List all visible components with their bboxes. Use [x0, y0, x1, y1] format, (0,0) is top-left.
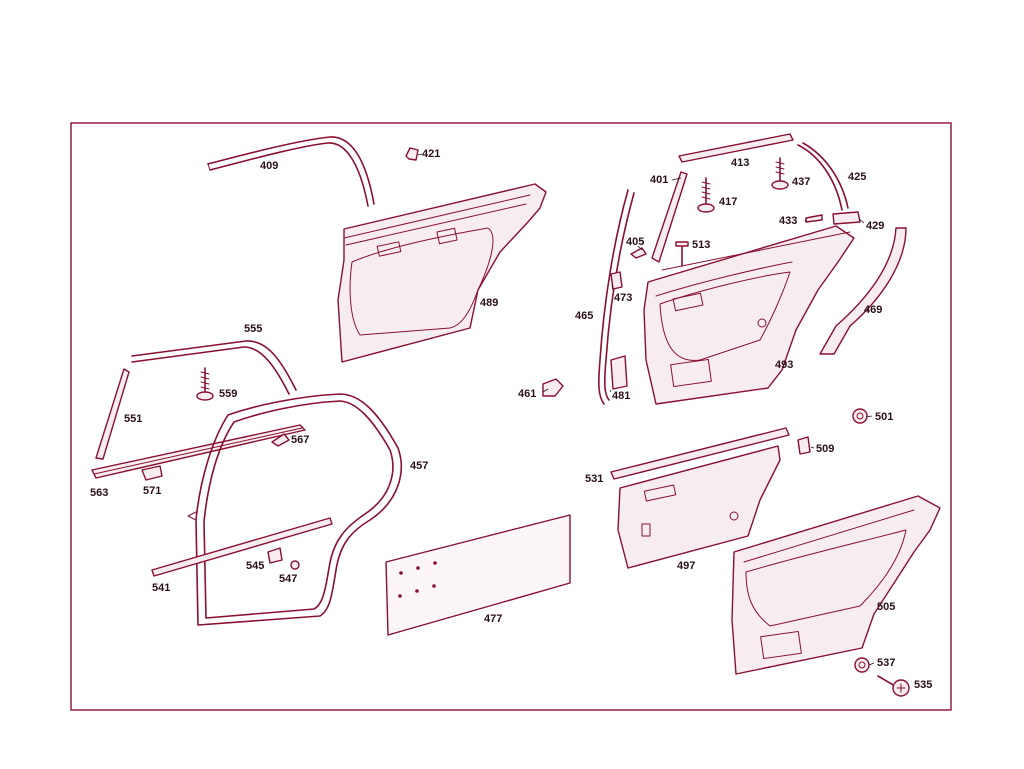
label-545: 545 [246, 560, 264, 572]
label-535: 535 [914, 679, 932, 691]
part-409-window-channel [207, 136, 375, 207]
label-473: 473 [614, 292, 632, 304]
part-421-clip [405, 147, 419, 161]
part-489-door-trim-panel [337, 183, 547, 363]
label-541: 541 [152, 582, 170, 594]
label-513: 513 [692, 239, 710, 251]
label-413: 413 [731, 157, 749, 169]
label-555: 555 [244, 323, 262, 335]
part-417-screw [697, 177, 715, 213]
part-425-corner-strip [797, 142, 849, 211]
part-457-door-seal [187, 393, 402, 626]
part-labels: 409 421 489 555 559 551 563 571 567 457 … [90, 148, 932, 691]
part-493-door-trim-panel [643, 225, 855, 405]
label-469: 469 [864, 304, 882, 316]
part-531-strip [610, 427, 790, 480]
diagram-frame [70, 122, 952, 711]
part-547-plug [290, 560, 300, 570]
part-571-clip [141, 465, 163, 481]
part-567-clip [271, 433, 290, 447]
part-551-window-strip [95, 368, 130, 460]
part-405-clip [630, 247, 647, 259]
label-571: 571 [143, 485, 161, 497]
label-489: 489 [480, 297, 498, 309]
part-545-clip [267, 547, 283, 564]
part-461-clip [542, 378, 564, 397]
part-563-belt-molding [91, 424, 306, 479]
label-531: 531 [585, 473, 603, 485]
label-551: 551 [124, 413, 142, 425]
part-437-screw [771, 157, 789, 190]
label-401: 401 [650, 174, 668, 186]
label-493: 493 [775, 359, 793, 371]
part-473-clip [610, 271, 623, 290]
part-477-sealing-sheet [385, 514, 571, 636]
part-541-sill-strip [151, 517, 333, 577]
part-481-clip [610, 355, 628, 390]
part-509-clip [797, 436, 811, 455]
part-433-clip [805, 214, 823, 223]
label-405: 405 [626, 236, 644, 248]
part-505-door-trim-panel [731, 495, 941, 675]
label-505: 505 [877, 601, 895, 613]
leader-lines [417, 153, 875, 666]
label-461: 461 [518, 388, 536, 400]
part-537-nut [854, 657, 870, 673]
part-555-window-channel [131, 340, 297, 395]
part-559-screw [196, 367, 214, 401]
label-559: 559 [219, 388, 237, 400]
label-501: 501 [875, 411, 893, 423]
part-497-door-trim-panel [617, 445, 781, 569]
label-509: 509 [816, 443, 834, 455]
label-421: 421 [422, 148, 440, 160]
part-429-clip [832, 211, 861, 225]
part-501-grommet [852, 408, 868, 424]
label-497: 497 [677, 560, 695, 572]
part-469-curved-strip [819, 227, 907, 355]
label-567: 567 [291, 434, 309, 446]
label-437: 437 [792, 176, 810, 188]
label-417: 417 [719, 196, 737, 208]
part-535-screw [877, 675, 910, 697]
part-513-pin [675, 241, 689, 267]
label-547: 547 [279, 573, 297, 585]
part-465-window-run [598, 189, 635, 405]
label-481: 481 [612, 390, 630, 402]
part-413-upper-strip [678, 133, 794, 163]
label-433: 433 [779, 215, 797, 227]
label-477: 477 [484, 613, 502, 625]
label-537: 537 [877, 657, 895, 669]
label-563: 563 [90, 487, 108, 499]
label-429: 429 [866, 220, 884, 232]
label-457: 457 [410, 460, 428, 472]
label-425: 425 [848, 171, 866, 183]
part-401-vertical-strip [651, 171, 688, 263]
label-409: 409 [260, 160, 278, 172]
label-465: 465 [575, 310, 593, 322]
